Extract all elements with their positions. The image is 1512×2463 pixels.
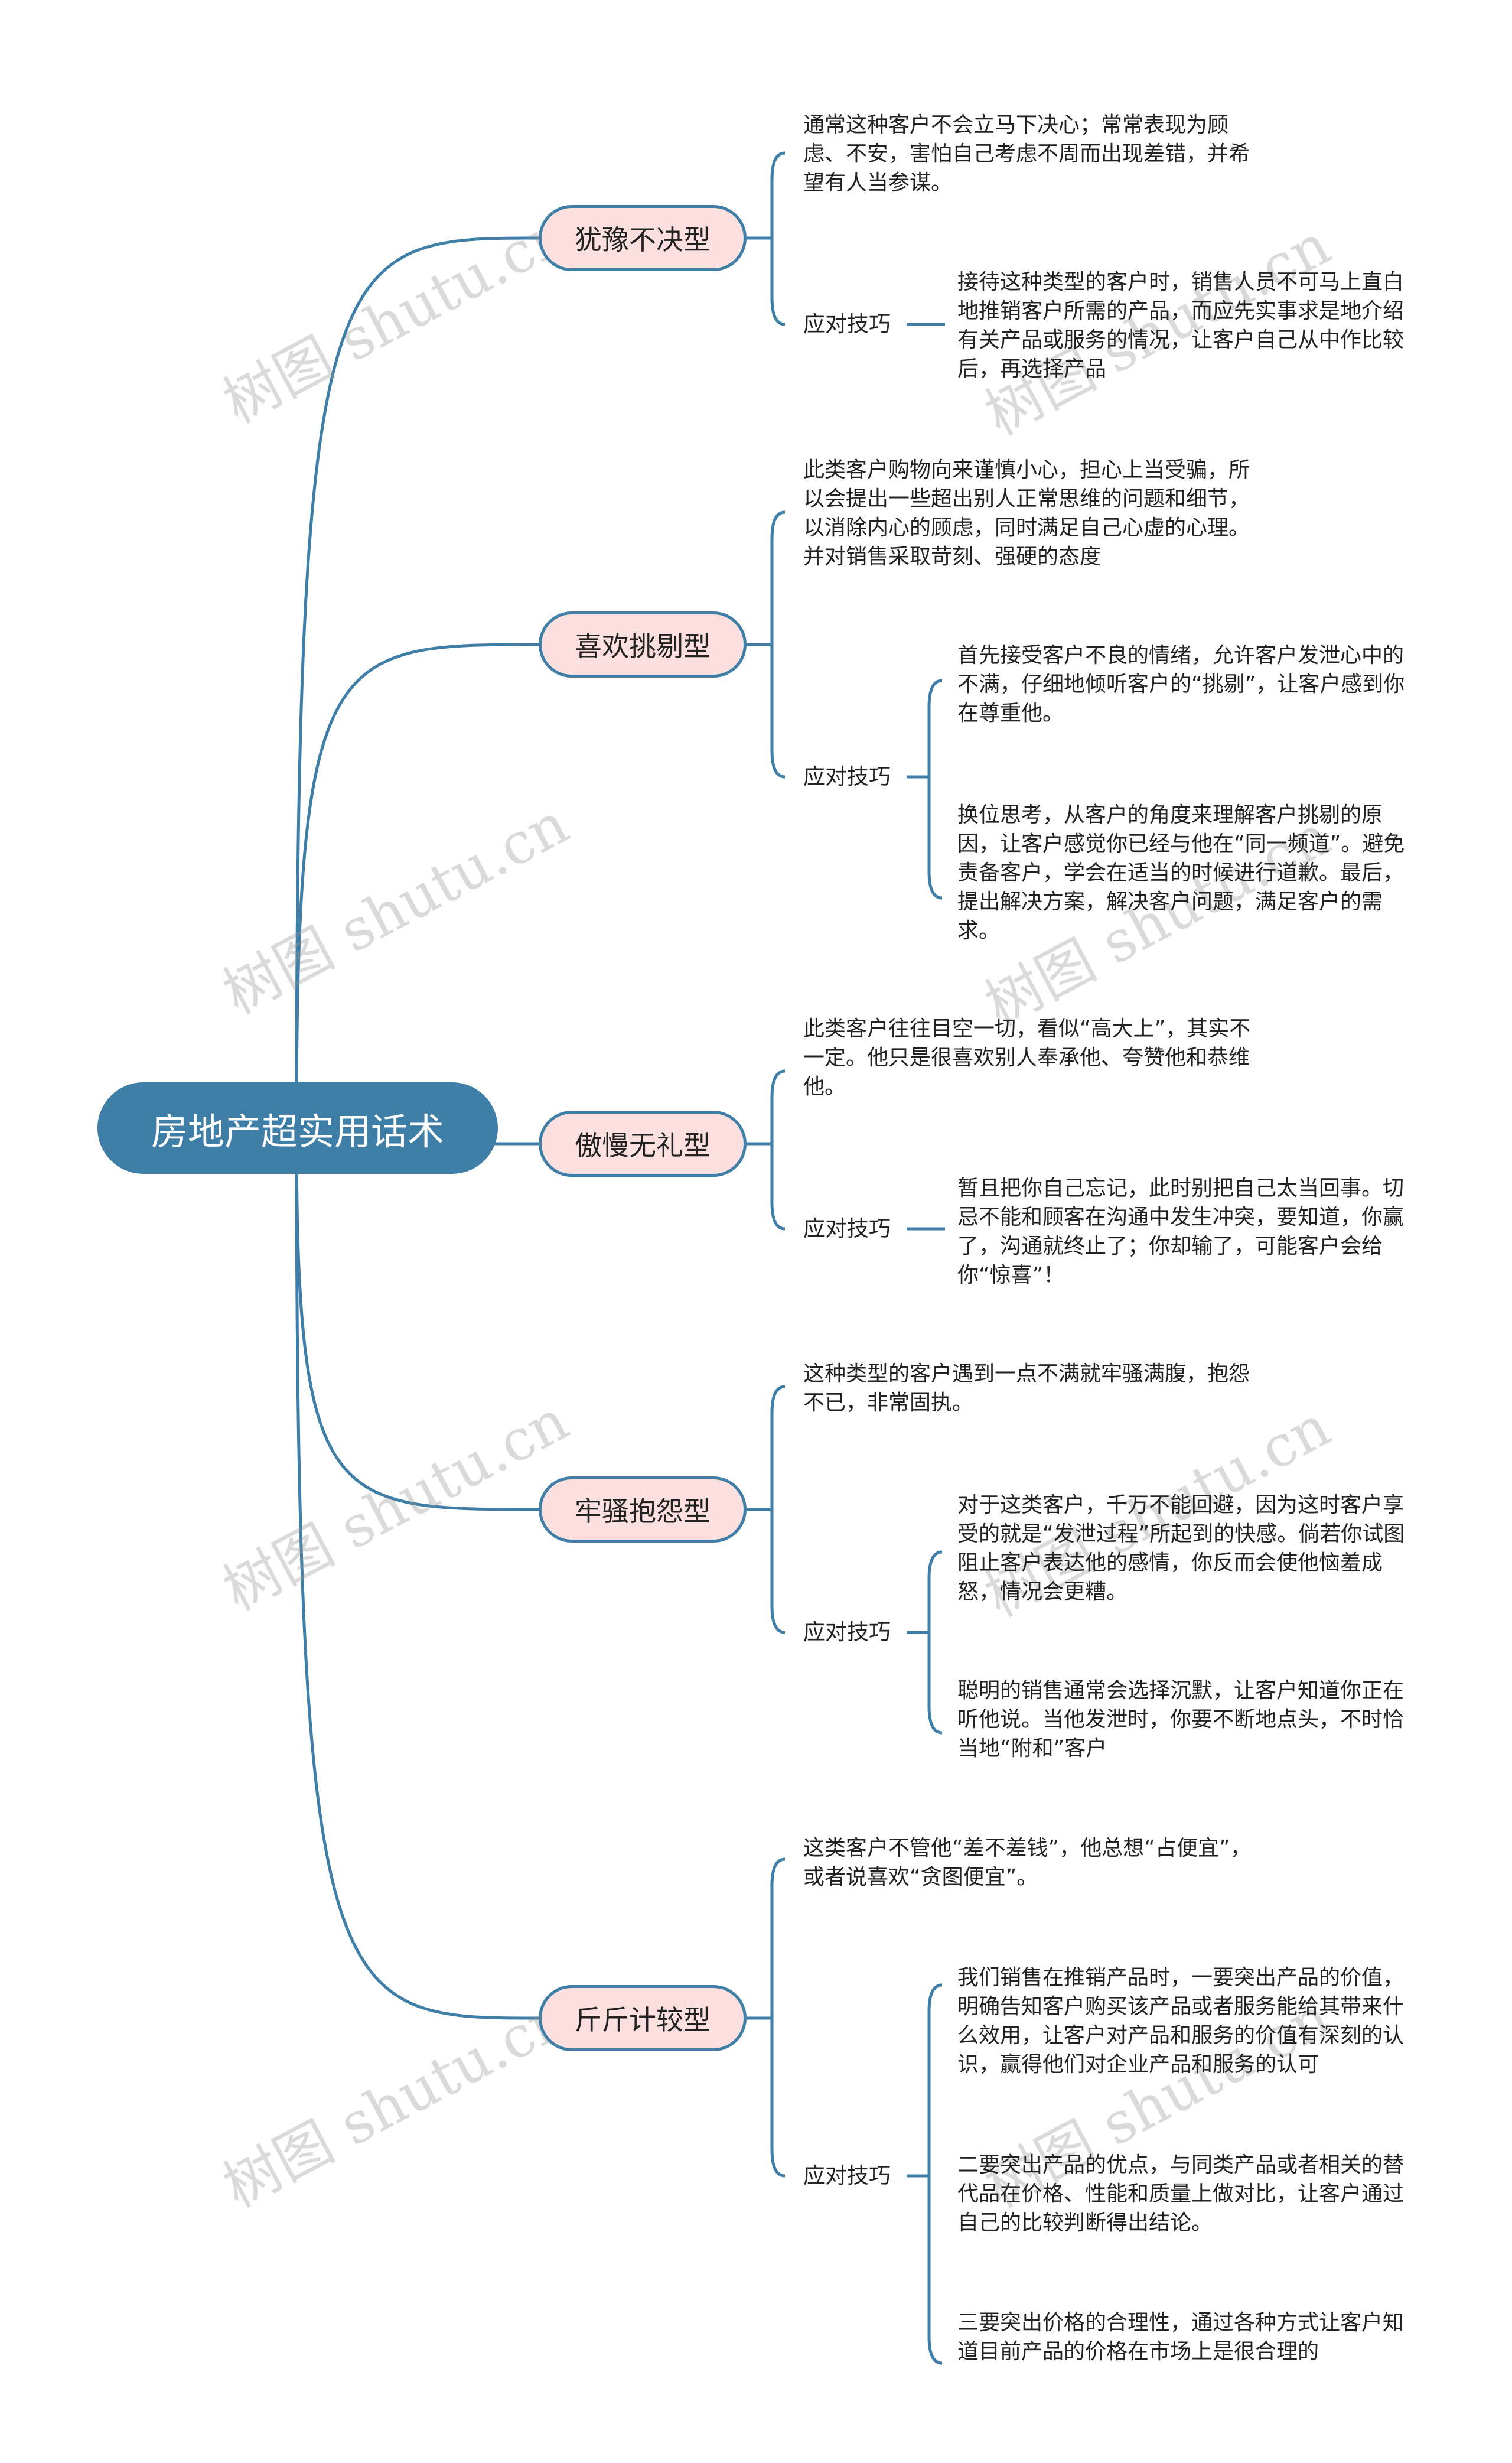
branch-node[interactable]: 犹豫不决型 [539, 205, 747, 271]
technique-bracket [927, 1983, 943, 2365]
branch-description: 此类客户购物向来谨慎小心，担心上当受骗，所以会提出一些超出别人正常思维的问题和细… [803, 458, 1250, 569]
technique-bracket [927, 679, 943, 900]
technique-text: 我们销售在推销产品时，一要突出产品的价值，明确告知客户购买该产品或者服务能给其带… [957, 1966, 1405, 2077]
branch-bracket [770, 1857, 786, 2178]
root-connector [295, 236, 539, 1129]
technique-text: 接待这种类型的客户时，销售人员不可马上直白地推销客户所需的产品，而应先实事求是地… [957, 270, 1405, 381]
branch-description: 这类客户不管他“差不差钱”，他总想“占便宜”，或者说喜欢“贪图便宜”。 [803, 1836, 1252, 1889]
technique-bracket [927, 1550, 943, 1735]
branch-node[interactable]: 喜欢挑剔型 [539, 611, 747, 678]
technique-text: 首先接受客户不良的情绪，允许客户发泄心中的不满，仔细地倾听客户的“挑剔”，让客户… [957, 643, 1405, 725]
root-connector [295, 1128, 539, 2020]
branch-bracket [770, 1069, 786, 1231]
technique-text: 三要突出价格的合理性，通过各种方式让客户知道目前产品的价格在市场上是很合理的 [957, 2311, 1405, 2364]
branch-description: 这种类型的客户遇到一点不满就牢骚满腹，抱怨不已，非常固执。 [803, 1362, 1250, 1415]
technique-text: 换位思考，从客户的角度来理解客户挑剔的原因，让客户感觉你已经与他在“同一频道”。… [957, 803, 1405, 943]
branch-node[interactable]: 斤斤计较型 [539, 1985, 747, 2051]
technique-label[interactable]: 应对技巧 [803, 1216, 891, 1241]
technique-label[interactable]: 应对技巧 [803, 1619, 891, 1645]
branch-bracket [770, 510, 786, 779]
branch-bracket [770, 151, 786, 326]
root-connector [295, 643, 539, 1129]
technique-label[interactable]: 应对技巧 [803, 2163, 891, 2188]
root-connector [295, 1128, 539, 1511]
root-topic[interactable]: 房地产超实用话术 [97, 1082, 498, 1174]
technique-text: 对于这类客户，千万不能回避，因为这时客户享受的就是“发泄过程”所起到的快感。倘若… [957, 1493, 1405, 1604]
branch-node[interactable]: 傲慢无礼型 [539, 1111, 747, 1177]
branch-node[interactable]: 牢骚抱怨型 [539, 1476, 747, 1543]
branch-description: 通常这种客户不会立马下决心；常常表现为顾虑、不安，害怕自己考虑不周而出现差错，并… [803, 113, 1250, 195]
branch-description: 此类客户往往目空一切，看似“高大上”，其实不一定。他只是很喜欢别人奉承他、夸赞他… [803, 1017, 1251, 1099]
branch-bracket [770, 1385, 786, 1634]
technique-text: 聪明的销售通常会选择沉默，让客户知道你正在听他说。当他发泄时，你要不断地点头，不… [957, 1678, 1405, 1761]
technique-text: 二要突出产品的优点，与同类产品或者相关的替代品在价格、性能和质量上做对比，让客户… [957, 2153, 1405, 2235]
technique-label[interactable]: 应对技巧 [803, 764, 891, 789]
technique-label[interactable]: 应对技巧 [803, 311, 891, 337]
technique-text: 暂且把你自己忘记，此时别把自己太当回事。切忌不能和顾客在沟通中发生冲突，要知道，… [957, 1176, 1405, 1287]
